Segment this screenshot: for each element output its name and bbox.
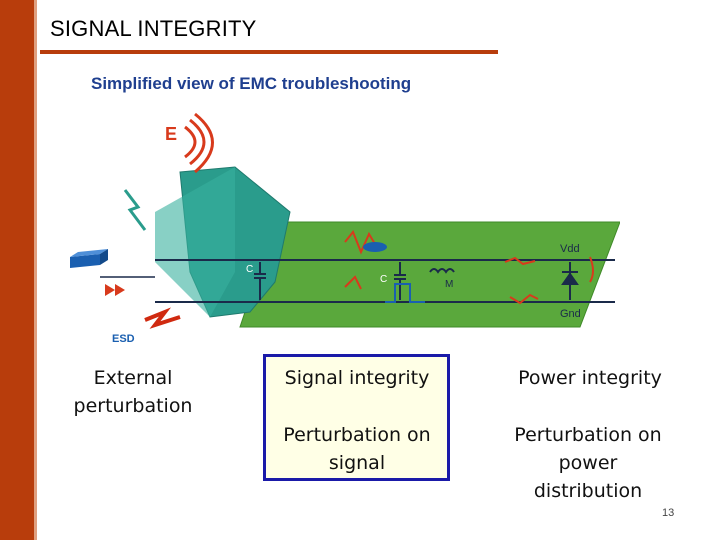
slide-subtitle: Simplified view of EMC troubleshooting (91, 74, 412, 93)
cap-label-c2: C (380, 274, 387, 285)
chip-front (155, 167, 235, 317)
left-accent-bar-edge (34, 0, 37, 540)
e-field-icon (184, 112, 214, 174)
cap-label-c: C (246, 264, 253, 275)
emc-diagram: E ESD C C M (70, 112, 620, 345)
power-integrity-label: Power integrity (518, 367, 662, 389)
slide-title: SIGNAL INTEGRITY (50, 16, 257, 41)
radiated-lightning-icon (123, 189, 147, 231)
signal-perturbation-label: Perturbation on signal (283, 424, 431, 474)
mutual-label-m: M (445, 279, 453, 290)
signal-integrity-label: Signal integrity (284, 367, 430, 389)
inductor-symbol (429, 268, 455, 274)
diode-symbol (561, 262, 579, 300)
signal-integrity-box (263, 354, 450, 481)
gnd-label: Gnd (560, 308, 581, 320)
e-field-label: E (165, 124, 177, 144)
capacitor-symbol-2 (394, 262, 406, 300)
signal-pulse (385, 283, 425, 303)
capacitor-symbol (254, 262, 266, 300)
page-number: 13 (662, 507, 675, 519)
vdd-label: Vdd (560, 243, 580, 255)
left-accent-bar (0, 0, 34, 540)
esd-lightning-icon (144, 307, 181, 329)
title-underline (40, 50, 498, 54)
esd-label: ESD (112, 333, 135, 345)
coupling-oval (363, 242, 387, 252)
conducted-arrow-icon (105, 284, 125, 296)
blue-device-icon (70, 249, 108, 268)
signal-waveforms (344, 230, 594, 305)
power-perturbation-label: Perturbation on power distribution (514, 424, 662, 502)
external-perturbation-label: External perturbation (73, 367, 193, 417)
